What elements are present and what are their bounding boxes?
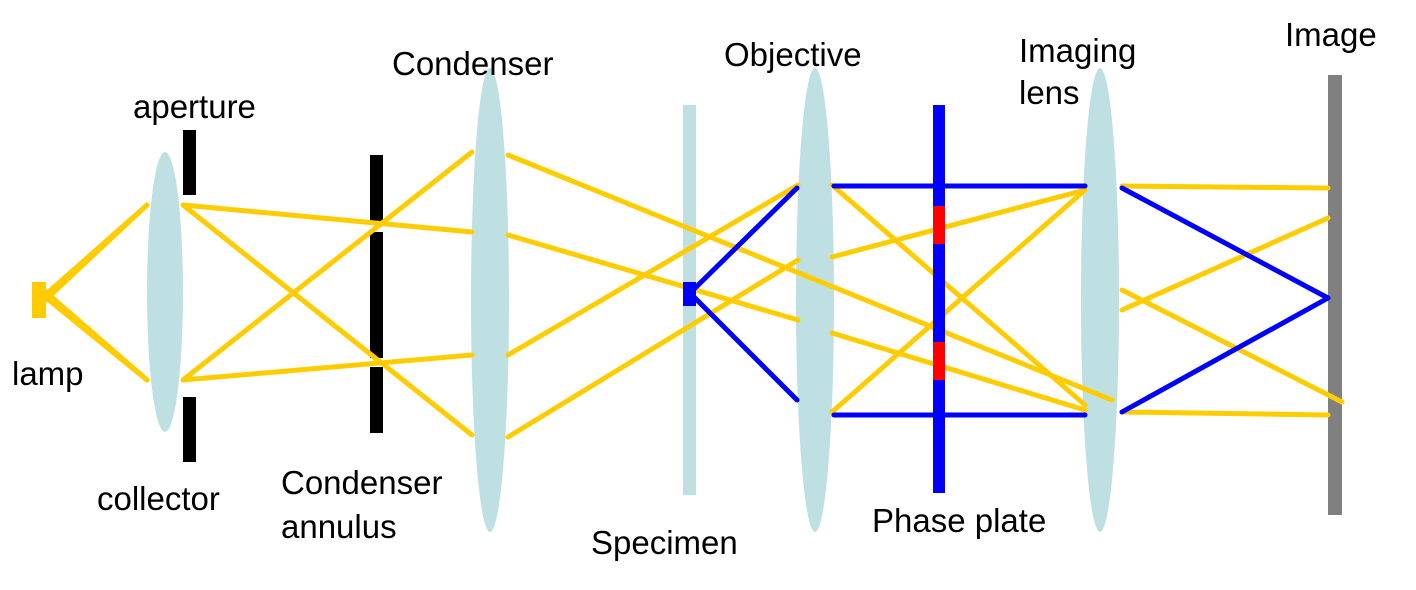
ray-image-4 — [1119, 409, 1331, 418]
label-objective: Objective — [724, 36, 862, 73]
ray-collector-top-straight — [180, 202, 475, 235]
diffracted-ray-specimen-up — [687, 185, 800, 296]
label-imaging-lens-1: Imaging — [1019, 32, 1136, 69]
image-screen — [1328, 75, 1342, 515]
ray-objective-1 — [829, 182, 1088, 408]
label-imaging-lens-2: lens — [1019, 74, 1080, 111]
diffracted-ray-specimen-down — [687, 290, 800, 403]
diffracted-ray-image-top — [1119, 185, 1331, 301]
label-collector: collector — [97, 480, 220, 517]
ray-collector-bottom-straight — [180, 352, 475, 383]
phase-plate — [933, 105, 945, 493]
label-condenser-annulus-1: Condenser — [281, 464, 442, 501]
ray-collector-top-cross — [180, 202, 475, 438]
ray-image-3 — [1119, 215, 1331, 313]
ray-condenser-4 — [505, 257, 801, 440]
ray-image-2 — [1119, 287, 1345, 405]
objective-lens — [796, 68, 834, 532]
label-lamp: lamp — [12, 355, 84, 392]
ray-condenser-2 — [505, 232, 801, 323]
collector-lens — [147, 152, 183, 432]
condenser-annulus-top — [370, 155, 383, 223]
phase-ring-top — [933, 206, 945, 244]
diffracted-ray-image-bottom — [1119, 295, 1331, 415]
label-condenser-annulus-2: annulus — [281, 508, 397, 545]
ray-objective-2 — [829, 187, 1088, 260]
condenser-annulus-middle — [370, 232, 383, 358]
label-image: Image — [1285, 16, 1377, 53]
ray-condenser-1 — [505, 152, 1115, 403]
condenser-annulus-bottom — [370, 367, 383, 433]
label-condenser: Condenser — [392, 45, 553, 82]
label-phase-plate: Phase plate — [872, 502, 1046, 539]
specimen-feature — [683, 282, 696, 306]
ray-objective-3 — [829, 330, 1088, 413]
aperture-stop-bottom — [183, 397, 196, 462]
phase-ring-bottom — [933, 342, 945, 380]
ray-objective-4 — [829, 187, 1088, 415]
imaging-lens — [1081, 68, 1119, 532]
ray-condenser-3 — [505, 182, 801, 358]
aperture-stop-top — [183, 130, 196, 195]
condenser-lens — [471, 68, 509, 532]
label-aperture: aperture — [133, 88, 256, 125]
ray-image-1 — [1119, 183, 1331, 191]
ray-lamp-cross-b — [37, 284, 150, 383]
ray-lamp-cross-c — [37, 202, 150, 308]
ray-collector-bottom-cross — [180, 149, 475, 383]
label-specimen: Specimen — [591, 524, 738, 561]
